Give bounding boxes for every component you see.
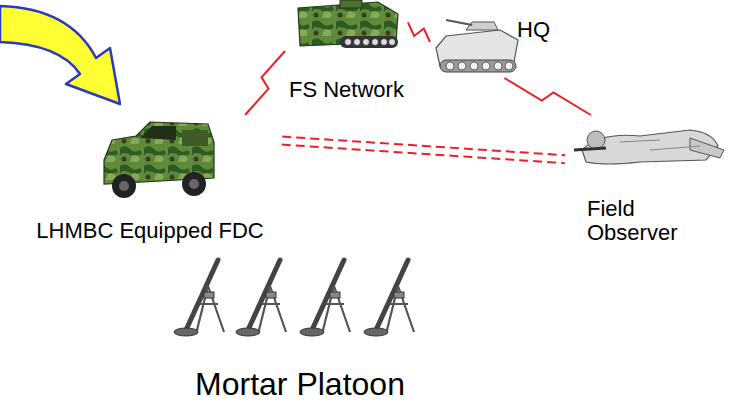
mortar-icons [174,260,414,336]
hq-node: HQ [430,18,550,78]
radio-link [245,51,285,115]
carrier-icon [298,0,398,48]
node-label: HQ [517,18,550,42]
mortar-icon [236,260,286,336]
link-stroke [282,137,565,156]
hq-vehicle-icon [436,20,518,72]
node-label: Field Observer [587,197,697,245]
network-node: FS Network [285,0,408,102]
pointer-arrow [0,6,120,104]
radio-link [504,78,590,115]
link-stroke [504,78,590,115]
link-stroke [282,145,565,164]
observer-node: Field Observer [565,115,737,245]
radio-link [408,22,430,42]
node-label: LHMBC Equipped FDC [36,219,263,243]
fdc-node: LHMBC Equipped FDC [18,115,282,243]
node-label: Mortar Platoon [195,367,405,402]
observer-icon [574,130,724,164]
link-stroke [245,51,285,115]
node-label: FS Network [289,78,404,102]
humvee-icon [104,122,214,198]
mortar-icon [174,260,224,336]
mortar-icon [364,260,414,336]
mortar-icon [300,260,350,336]
platoon-node: Mortar Platoon [150,250,450,402]
data-link [282,137,566,164]
link-stroke [408,22,430,42]
